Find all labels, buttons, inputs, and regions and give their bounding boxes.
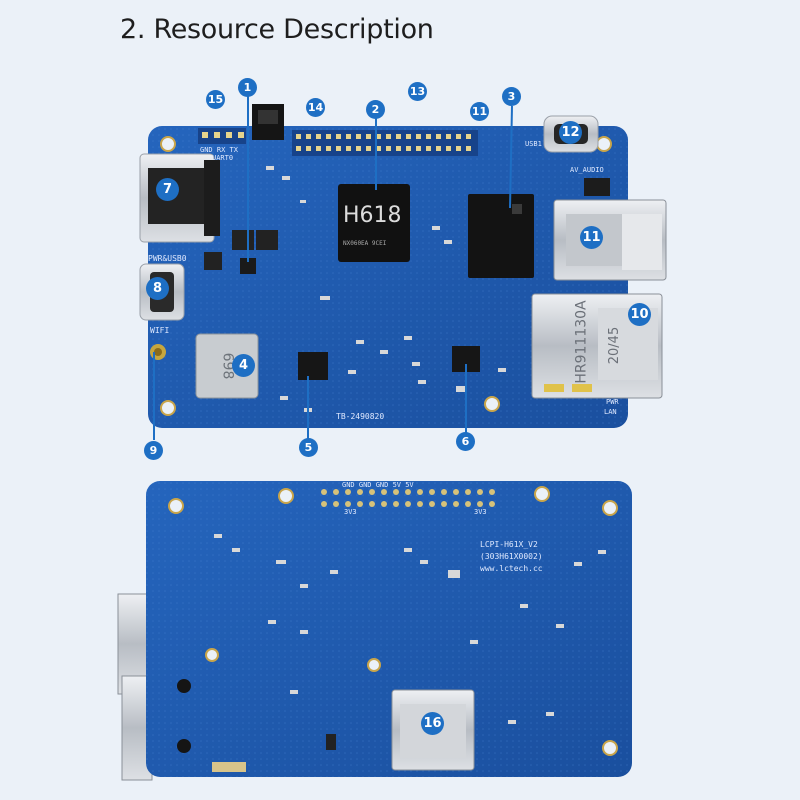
callout-1: 1 <box>238 78 257 97</box>
mount-hole <box>596 136 612 152</box>
mount-hole <box>484 396 500 412</box>
bottom-pin-labels: GND GND GND 5V 5V <box>342 481 414 489</box>
rj45-text-2: 20/45 <box>607 326 623 365</box>
uart-header <box>198 128 246 144</box>
callout-10: 10 <box>628 303 651 326</box>
callout-2: 2 <box>366 100 385 119</box>
rj45-text-1: HR911130A <box>573 300 590 384</box>
mount-hole <box>160 400 176 416</box>
callout-15: 15 <box>206 90 225 109</box>
wifi-label: WIFI <box>150 326 170 335</box>
callout-12: 12 <box>559 121 582 144</box>
bottom-3v3-right: 3V3 <box>474 508 487 516</box>
bottom-website: www.lctech.cc <box>480 564 543 573</box>
h618-chip-label: H618 <box>343 203 402 228</box>
mount-hole <box>160 136 176 152</box>
pmic <box>240 258 256 274</box>
callout-leaders <box>153 96 513 448</box>
pwr-usb-label: PWR&USB0 <box>148 254 187 263</box>
callout-16: 16 <box>421 712 444 735</box>
callout-11b: 11 <box>470 102 489 121</box>
ddr-ram <box>468 194 534 278</box>
serial-label: TB-2490820 <box>336 412 385 421</box>
bottom-3v3-left: 3V3 <box>344 508 357 516</box>
flash-chip <box>298 352 328 380</box>
h618-soc <box>338 184 410 262</box>
callout-11a: 11 <box>580 226 603 249</box>
callout-5: 5 <box>299 438 318 457</box>
bottom-board <box>117 481 632 781</box>
inductor <box>232 230 254 250</box>
pwr-label: PWR <box>606 398 619 406</box>
usb1-label: USB1 <box>525 140 542 148</box>
inductor <box>256 230 278 250</box>
gpio-header <box>292 130 478 156</box>
bottom-model-code: (303H61X0002) <box>480 552 543 561</box>
callout-6: 6 <box>456 432 475 451</box>
bottom-model-label: LCPI-H61X_V2 <box>480 540 538 549</box>
uart-pins-label: GND RX TX <box>200 146 238 154</box>
av-audio-label: AV_AUDIO <box>570 166 604 174</box>
wifi-module <box>195 333 259 399</box>
callout-8: 8 <box>146 277 169 300</box>
top-board <box>139 104 667 428</box>
callout-13: 13 <box>408 82 427 101</box>
inductor <box>204 252 222 270</box>
callout-14: 14 <box>306 98 325 117</box>
h618-chip-sub: NX060EA 9CEI <box>343 240 387 247</box>
callout-9: 9 <box>144 441 163 460</box>
callout-4: 4 <box>232 354 255 377</box>
page-title: 2. Resource Description <box>120 14 434 45</box>
callout-3: 3 <box>502 87 521 106</box>
av-jack <box>584 178 610 196</box>
uart-label: UART0 <box>212 154 234 162</box>
callout-7: 7 <box>156 178 179 201</box>
lan-label: LAN <box>604 408 617 416</box>
gpio-pins <box>296 134 471 151</box>
